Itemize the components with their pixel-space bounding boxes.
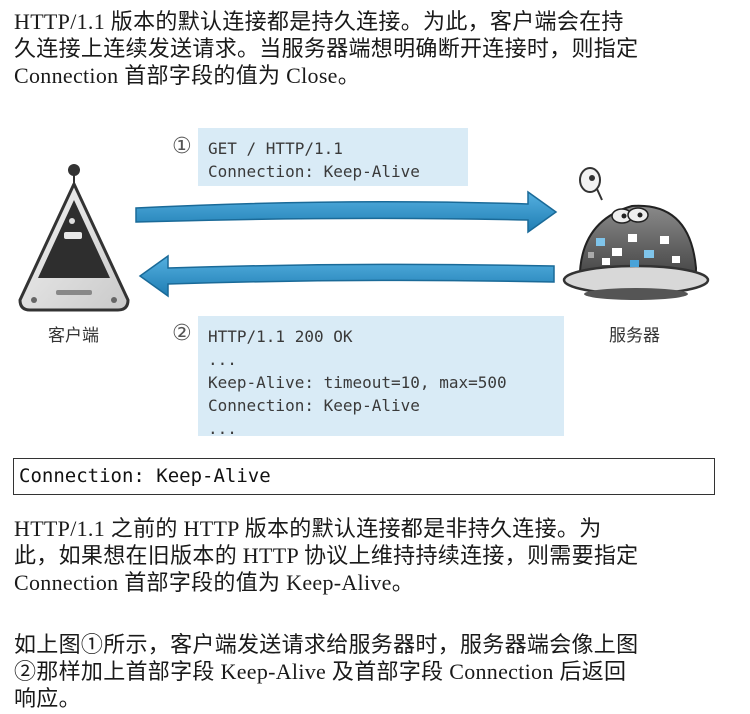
- intro-line: HTTP/1.1 版本的默认连接都是持久连接。为此，客户端会在持: [14, 9, 624, 34]
- response-line: Connection: Keep-Alive: [208, 396, 420, 415]
- response-box: HTTP/1.1 200 OK... Keep-Alive: timeout=10…: [198, 316, 564, 438]
- response-line: ...: [208, 350, 237, 369]
- header-example-text: Connection: Keep-Alive: [19, 465, 271, 487]
- response-code: HTTP/1.1 200 OK... Keep-Alive: timeout=10…: [198, 316, 564, 440]
- request-line: Connection: Keep-Alive: [208, 162, 420, 181]
- history-line: HTTP/1.1 之前的 HTTP 版本的默认连接都是非持久连接。为: [14, 516, 602, 541]
- intro-line: 久连接上连续发送请求。当服务器端想明确断开连接时，则指定: [14, 36, 639, 61]
- server-label: 服务器: [609, 326, 660, 346]
- step-one-marker: ①: [172, 134, 192, 159]
- history-line: 此，如果想在旧版本的 HTTP 协议上维持持续连接，则需要指定: [14, 543, 639, 568]
- intro-line: Connection 首部字段的值为 Close。: [14, 63, 361, 88]
- request-arrow-icon: [135, 190, 558, 234]
- explanation-line: 如上图①所示，客户端发送请求给服务器时，服务器端会像上图: [14, 632, 639, 657]
- response-arrow-icon: [138, 254, 555, 298]
- server-robot-icon: [562, 167, 710, 300]
- history-paragraph: HTTP/1.1 之前的 HTTP 版本的默认连接都是非持久连接。为 此，如果想…: [14, 515, 736, 596]
- figure-art: [18, 164, 710, 312]
- intro-paragraph: HTTP/1.1 版本的默认连接都是持久连接。为此，客户端会在持 久连接上连续发…: [14, 8, 736, 89]
- response-line: ...: [208, 419, 237, 438]
- client-robot-icon: [18, 164, 130, 312]
- explanation-line: 响应。: [14, 686, 81, 711]
- header-example-box: Connection: Keep-Alive: [13, 458, 715, 495]
- explanation-paragraph: 如上图①所示，客户端发送请求给服务器时，服务器端会像上图 ②那样加上首部字段 K…: [14, 631, 736, 712]
- step-two-marker: ②: [172, 321, 192, 346]
- explanation-line: ②那样加上首部字段 Keep-Alive 及首部字段 Connection 后返…: [14, 659, 627, 684]
- response-line: Keep-Alive: timeout=10, max=500: [208, 373, 507, 392]
- response-line: HTTP/1.1 200 OK: [208, 327, 353, 346]
- client-label: 客户端: [48, 326, 99, 346]
- request-line: GET / HTTP/1.1: [208, 139, 343, 158]
- history-line: Connection 首部字段的值为 Keep-Alive。: [14, 570, 415, 595]
